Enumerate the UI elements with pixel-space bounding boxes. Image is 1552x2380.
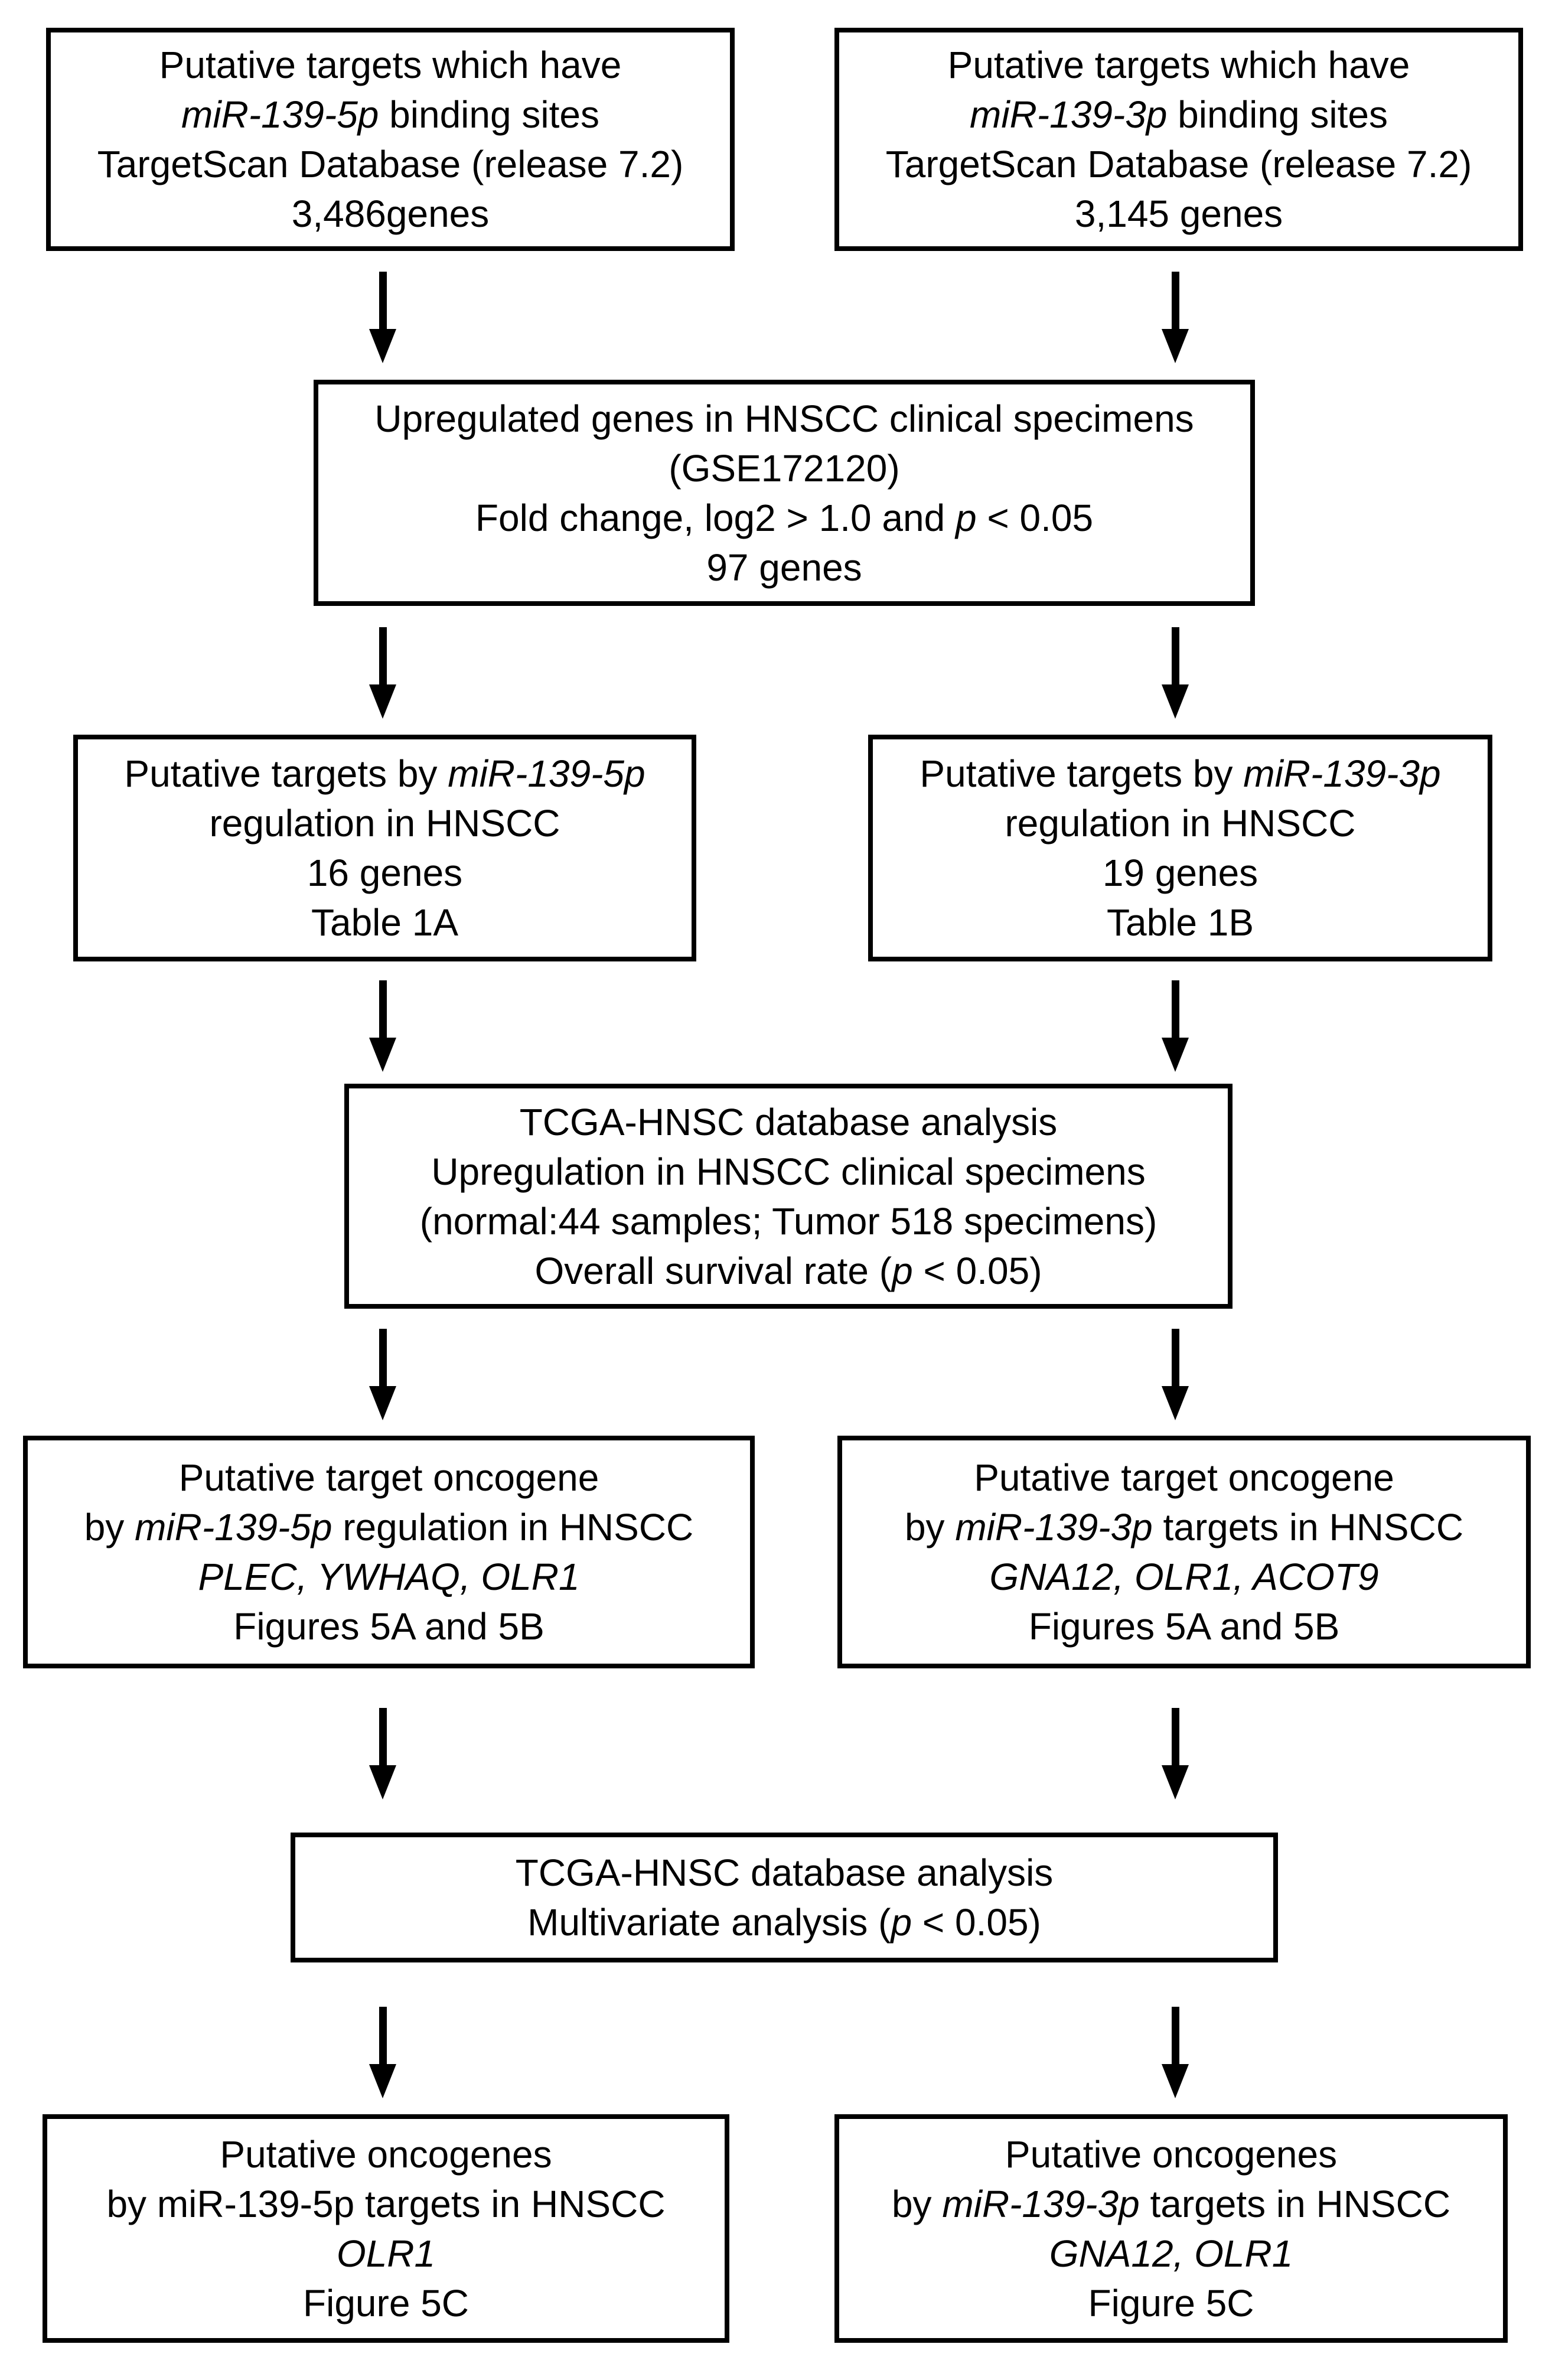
box-putative-oncogenes-3p: Putative oncogenes by miR-139-3p targets … <box>834 2114 1508 2343</box>
arrow-head-icon <box>1162 1765 1189 1799</box>
box-text-line: 3,145 genes <box>1074 193 1283 235</box>
down-arrow <box>1162 272 1189 363</box>
box-text-line: 19 genes <box>1102 852 1258 894</box>
down-arrow <box>1162 1708 1189 1799</box>
arrow-stem <box>1171 627 1179 684</box>
box-text-line: Fold change, log2 > 1.0 and p < 0.05 <box>475 496 1094 539</box>
box-text-line: Overall survival rate (p < 0.05) <box>534 1249 1042 1292</box>
arrow-stem <box>379 627 387 684</box>
down-arrow <box>369 272 396 363</box>
box-text-line: by miR-139-5p targets in HNSCC <box>106 2182 666 2225</box>
box-text-line: 16 genes <box>307 852 463 894</box>
box-text-line: Putative targets by miR-139-5p <box>124 752 645 795</box>
down-arrow <box>369 2007 396 2098</box>
box-targetscan-mir-139-3p: Putative targets which have miR-139-3p bi… <box>834 28 1523 251</box>
box-text-line: miR-139-5p binding sites <box>181 93 599 136</box>
box-targetscan-mir-139-5p: Putative targets which have miR-139-5p bi… <box>46 28 735 251</box>
box-text-line: Multivariate analysis (p < 0.05) <box>527 1901 1041 1944</box>
arrow-stem <box>379 1708 387 1765</box>
box-text-line: (GSE172120) <box>669 446 900 490</box>
box-text-line: Putative targets by miR-139-3p <box>920 752 1441 795</box>
box-text-line: by miR-139-5p regulation in HNSCC <box>84 1506 694 1548</box>
box-text-line: Table 1B <box>1106 901 1254 944</box>
box-text-line: by miR-139-3p targets in HNSCC <box>904 1506 1464 1548</box>
arrow-head-icon <box>1162 684 1189 719</box>
arrow-stem <box>379 2007 387 2064</box>
down-arrow <box>1162 627 1189 719</box>
arrow-head-icon <box>369 1038 396 1072</box>
box-text-line: Table 1A <box>311 901 459 944</box>
down-arrow <box>1162 2007 1189 2098</box>
arrow-stem <box>379 1329 387 1386</box>
box-text-line: by miR-139-3p targets in HNSCC <box>891 2182 1451 2225</box>
arrow-head-icon <box>1162 329 1189 363</box>
arrow-stem <box>1171 1329 1179 1386</box>
box-text-line: PLEC, YWHAQ, OLR1 <box>198 1556 580 1598</box>
arrow-head-icon <box>1162 1038 1189 1072</box>
box-text-line: OLR1 <box>336 2232 436 2275</box>
box-text-line: (normal:44 samples; Tumor 518 specimens) <box>419 1199 1158 1243</box>
arrow-head-icon <box>1162 2064 1189 2098</box>
box-text-line: TargetScan Database (release 7.2) <box>885 143 1472 185</box>
down-arrow <box>1162 980 1189 1072</box>
arrow-stem <box>1171 2007 1179 2064</box>
box-text-line: Putative target oncogene <box>178 1456 599 1499</box>
arrow-head-icon <box>369 2064 396 2098</box>
box-text-line: Figure 5C <box>303 2281 469 2324</box>
arrow-head-icon <box>369 684 396 719</box>
box-text-line: Putative oncogenes <box>1005 2133 1338 2176</box>
box-text-line: Figures 5A and 5B <box>1028 1605 1340 1648</box>
box-text-line: TCGA-HNSC database analysis <box>519 1100 1058 1143</box>
down-arrow <box>369 1329 396 1420</box>
box-text-line: 97 genes <box>706 546 862 589</box>
box-text-line: Upregulated genes in HNSCC clinical spec… <box>374 397 1194 440</box>
down-arrow <box>1162 1329 1189 1420</box>
box-text-line: GNA12, OLR1 <box>1049 2232 1293 2275</box>
down-arrow <box>369 1708 396 1799</box>
arrow-head-icon <box>369 1765 396 1799</box>
box-target-oncogene-3p: Putative target oncogene by miR-139-3p ta… <box>837 1436 1531 1668</box>
box-text-line: 3,486genes <box>291 193 490 235</box>
box-text-line: Putative target oncogene <box>974 1456 1394 1499</box>
box-upregulated-genes-hnscc: Upregulated genes in HNSCC clinical spec… <box>314 380 1255 606</box>
box-text-line: Putative oncogenes <box>220 2133 552 2176</box>
box-text-line: Figures 5A and 5B <box>233 1605 544 1648</box>
box-text-line: Putative targets which have <box>947 44 1410 86</box>
box-text-line: TCGA-HNSC database analysis <box>515 1851 1054 1894</box>
box-putative-oncogenes-5p: Putative oncogenes by miR-139-5p targets … <box>43 2114 729 2343</box>
box-text-line: Putative targets which have <box>159 44 622 86</box>
arrow-stem <box>379 272 387 329</box>
box-text-line: regulation in HNSCC <box>209 802 560 845</box>
arrow-head-icon <box>369 1386 396 1420</box>
box-text-line: Upregulation in HNSCC clinical specimens <box>431 1150 1146 1193</box>
arrow-head-icon <box>1162 1386 1189 1420</box>
down-arrow <box>369 980 396 1072</box>
box-text-line: GNA12, OLR1, ACOT9 <box>989 1556 1379 1598</box>
box-putative-targets-5p: Putative targets by miR-139-5p regulation… <box>73 735 696 961</box>
arrow-stem <box>379 980 387 1038</box>
down-arrow <box>369 627 396 719</box>
arrow-stem <box>1171 980 1179 1038</box>
box-putative-targets-3p: Putative targets by miR-139-3p regulation… <box>868 735 1492 961</box>
arrow-stem <box>1171 1708 1179 1765</box>
arrow-stem <box>1171 272 1179 329</box>
box-text-line: regulation in HNSCC <box>1005 802 1356 845</box>
arrow-head-icon <box>369 329 396 363</box>
box-text-line: miR-139-3p binding sites <box>970 93 1388 136</box>
box-text-line: TargetScan Database (release 7.2) <box>97 143 684 185</box>
box-text-line: Figure 5C <box>1088 2281 1254 2324</box>
box-target-oncogene-5p: Putative target oncogene by miR-139-5p re… <box>23 1436 755 1668</box>
